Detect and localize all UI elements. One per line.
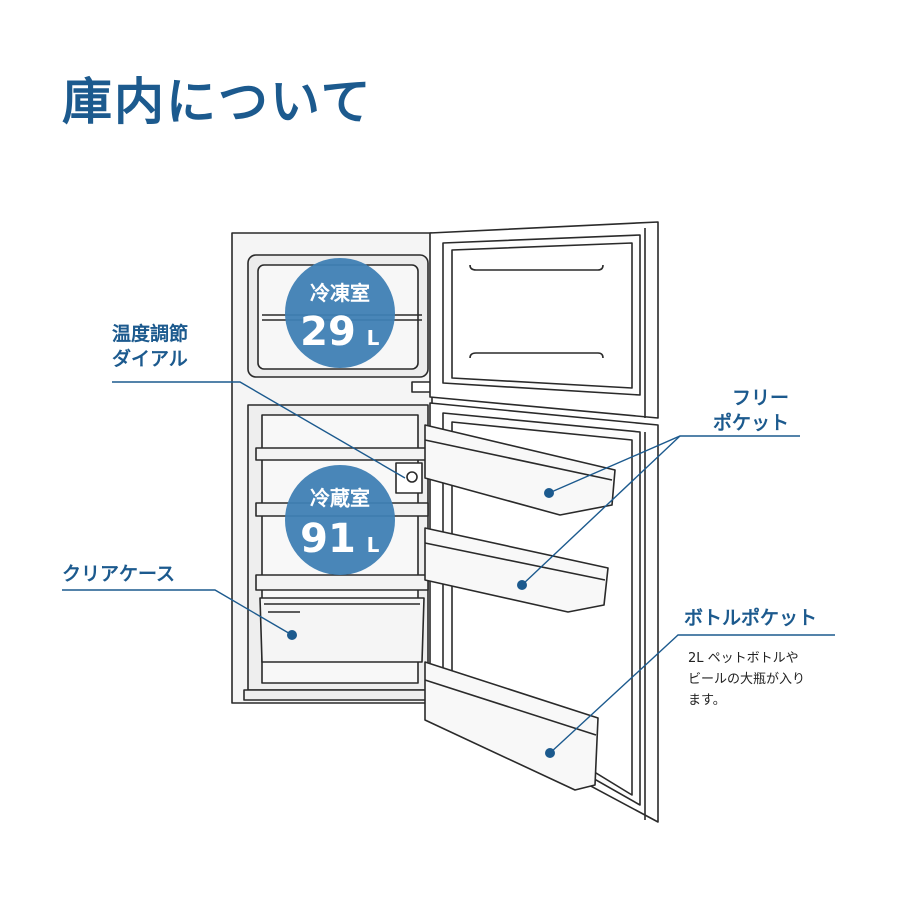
dial-callout-line xyxy=(112,381,406,479)
free-pocket-label-line-2: ポケット xyxy=(713,412,790,434)
free-pocket-middle xyxy=(424,527,609,613)
freezer-capacity-badge: 冷凍室 29 L xyxy=(285,258,395,368)
freezer-unit: L xyxy=(367,326,380,350)
fridge-name: 冷蔵室 xyxy=(310,486,370,510)
fridge-capacity: 91 xyxy=(300,516,356,562)
bottle-desc-line-3: ます。 xyxy=(688,693,726,708)
bottle-pocket-description: 2L ペットボトルや ビールの大瓶が入り ます。 xyxy=(688,648,805,711)
bottle-desc-line-2: ビールの大瓶が入り xyxy=(688,672,806,687)
freezer-capacity: 29 xyxy=(300,309,356,355)
crisper-drawer xyxy=(259,597,425,663)
bottle-desc-line-1: 2L ペットボトルや xyxy=(688,651,799,666)
free-pocket-top xyxy=(424,424,616,516)
freezer-name: 冷凍室 xyxy=(310,281,370,305)
dial-label-line-2: ダイアル xyxy=(112,348,188,370)
clear-case-callout-line xyxy=(62,589,293,636)
free-pocket-label: フリー ポケット xyxy=(712,386,789,436)
fridge-unit: L xyxy=(367,533,380,557)
page-title: 庫内について xyxy=(62,73,373,131)
clear-case-label: クリアケース xyxy=(62,563,176,585)
bottle-pocket-label: ボトルポケット xyxy=(684,607,818,629)
fridge-capacity-badge: 冷蔵室 91 L xyxy=(285,465,395,575)
dial-label-line-1: 温度調節 xyxy=(112,323,189,345)
free-pocket-label-line-1: フリー xyxy=(732,387,790,409)
dial-label: 温度調節 ダイアル xyxy=(112,322,188,372)
bottle-pocket-callout-line xyxy=(549,634,835,754)
